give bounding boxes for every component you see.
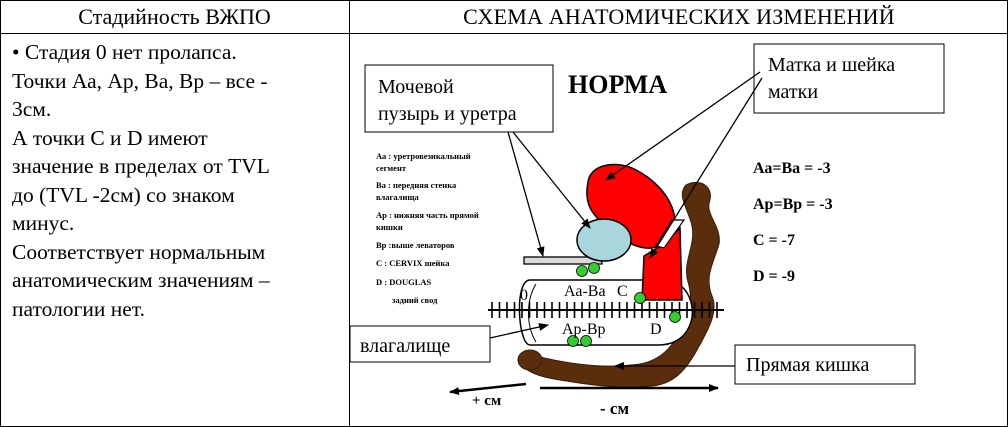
pointer-uterus-2 xyxy=(649,77,763,259)
label-c: С xyxy=(617,283,628,300)
pointer-uterus-1 xyxy=(605,71,761,181)
plus-direction-arrow xyxy=(449,382,527,396)
description-line: анатомическим значениям – xyxy=(12,268,270,292)
description-line: минус. xyxy=(12,211,75,235)
callout-vagina: влагалище xyxy=(360,335,450,357)
description-line: 3см. xyxy=(12,97,52,121)
label-d: D xyxy=(650,321,662,338)
legend-c: С : CERVIX шейка xyxy=(376,258,450,268)
value-ap-bp: Ар=Вр = -3 xyxy=(753,196,833,213)
description-line: Соответствует нормальным xyxy=(12,239,266,264)
description-line: • Стадия 0 нет пролапса. xyxy=(12,40,237,64)
stage-description: • Стадия 0 нет пролапса. Точки Аа, Ар, В… xyxy=(12,38,344,323)
value-aa-ba: Аа=Ва = -3 xyxy=(753,160,831,177)
callout-uterus-line2: матки xyxy=(768,81,818,103)
points-legend: Аа : уретровезикальный сегмент Ва : пере… xyxy=(376,151,479,305)
value-d: D = -9 xyxy=(753,268,795,285)
point-ba xyxy=(588,262,600,274)
point-aa xyxy=(576,265,588,277)
callout-uterus-box xyxy=(753,43,945,114)
callout-bladder-line1: Мочевой xyxy=(378,76,454,98)
point-values: Аа=Ва = -3 Ар=Вр = -3 С = -7 D = -9 xyxy=(753,160,833,285)
legend-d-line1: D : DOUGLAS xyxy=(376,277,432,287)
legend-bp: Вр :выше леваторов xyxy=(376,240,455,250)
description-line: значение в пределах от TVL xyxy=(12,154,270,178)
header-divider xyxy=(0,33,1008,34)
callout-bladder-line2: пузырь и уретра xyxy=(378,103,517,125)
legend-aa-line2: сегмент xyxy=(376,163,407,173)
label-zero: 0 xyxy=(520,287,528,304)
point-ap xyxy=(567,335,579,347)
column-header-scheme: СХЕМА АНАТОМИЧЕСКИХ ИЗМЕНЕНИЙ xyxy=(463,4,895,29)
description-line: А точки С и D имеют xyxy=(12,125,208,150)
pointer-vagina xyxy=(489,323,549,339)
legend-ba-line2: влагалища xyxy=(376,192,420,202)
legend-ap-line2: кишки xyxy=(376,222,403,232)
column-header-stages: Стадийность ВЖПО xyxy=(78,4,271,29)
callout-vagina-box xyxy=(349,325,491,363)
axis-plus-cm: + см xyxy=(472,393,501,409)
value-c: С = -7 xyxy=(753,232,795,249)
legend-ap-line1: Ар : нижняя часть прямой xyxy=(376,210,479,220)
callout-bladder-box xyxy=(364,64,554,133)
rectum-opening xyxy=(517,349,543,371)
legend-ba-line1: Ва : передняя стенка xyxy=(376,180,457,190)
description-line: Точки Аа, Ар, Ва, Вр – все - xyxy=(12,68,268,93)
callout-uterus-line1: Матка и шейка xyxy=(768,54,895,76)
point-c xyxy=(634,292,646,304)
callout-pointers xyxy=(489,71,763,370)
point-d xyxy=(669,311,681,323)
bladder-shape xyxy=(576,218,632,262)
callout-rectum-box xyxy=(734,344,916,385)
rectum-shape xyxy=(521,181,720,388)
legend-d-line2: задний свод xyxy=(392,295,438,305)
description-line: до (TVL -2см) со знаком xyxy=(12,182,235,207)
pointer-bladder-1 xyxy=(507,131,545,257)
column-divider xyxy=(349,0,350,427)
label-aa-ba: Аа-Ва xyxy=(564,283,606,300)
scale-ticks xyxy=(491,302,718,318)
axis-minus-cm: - см xyxy=(600,399,629,418)
diagram-title: НОРМА xyxy=(568,70,667,99)
callout-rectum: Прямая кишка xyxy=(746,354,869,376)
legend-aa-line1: Аа : уретровезикальный xyxy=(376,151,471,161)
description-line: патологии нет. xyxy=(12,296,145,321)
cervix-tip xyxy=(655,219,686,249)
pointer-bladder-2 xyxy=(512,131,591,229)
point-bp xyxy=(580,335,592,347)
label-ap-bp: Ар-Вр xyxy=(562,321,606,338)
vagina-inner-line xyxy=(528,283,537,343)
